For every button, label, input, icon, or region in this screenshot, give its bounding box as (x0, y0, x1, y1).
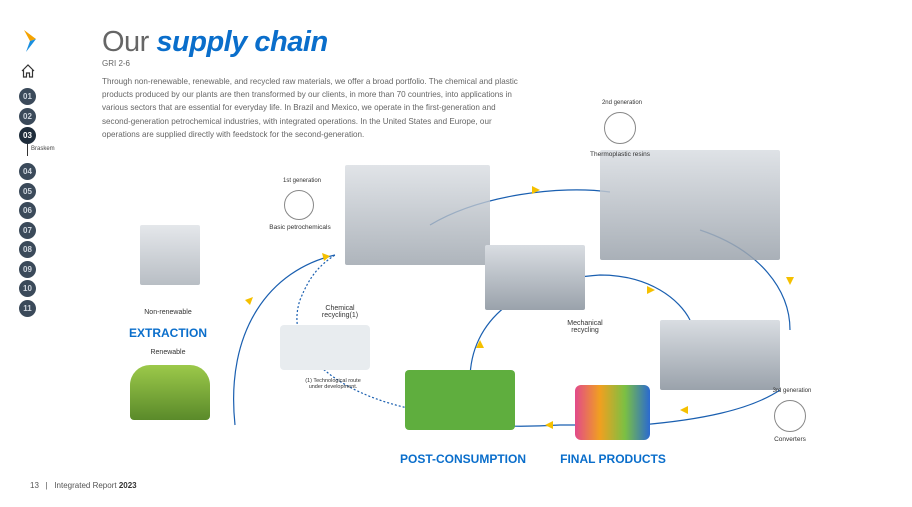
final-products-illustration (575, 385, 650, 440)
gen1-label: 1st generation (282, 178, 322, 184)
laboratory-illustration (280, 325, 370, 370)
extraction-label: EXTRACTION (129, 326, 207, 340)
nav-item-11[interactable]: 11 (19, 299, 36, 317)
molecule-icon (284, 190, 314, 220)
final-products-label: FINAL PRODUCTS (560, 452, 666, 466)
nav-item-06[interactable]: 06 (19, 202, 36, 219)
mechanical-recycling-plant-illustration (485, 245, 585, 310)
nav-item-03[interactable]: 03 (19, 127, 36, 144)
nav-item-05[interactable]: 05 (19, 182, 36, 200)
post-consumption-label: POST-CONSUMPTION (399, 452, 526, 466)
nav-item-01[interactable]: 01 (19, 88, 36, 105)
mechanical-recycling-label: Mechanical recycling (567, 320, 603, 334)
resin-plant-illustration (600, 150, 780, 260)
chemical-recycling-label: Chemical recycling(1) (321, 305, 359, 319)
oil-platform-illustration (140, 225, 200, 285)
nav-sub-label: Braskem (31, 146, 55, 152)
gen2-label: 2nd generation (601, 100, 643, 106)
nav-connector (27, 144, 28, 156)
chemical-recycling-note: (1) Technological route under developmen… (305, 378, 361, 390)
converters-icon (774, 400, 806, 432)
recycling-truck-illustration (405, 370, 515, 430)
flow-arrows (245, 186, 794, 429)
nav-item-09[interactable]: 09 (19, 260, 36, 278)
basic-petrochemicals-label: Basic petrochemicals (269, 224, 331, 231)
converters-label: Converters (774, 436, 806, 443)
nav-item-10[interactable]: 10 (19, 280, 36, 297)
non-renewable-label: Non-renewable (144, 309, 192, 316)
petrochemical-plant-illustration (345, 165, 490, 265)
intro-paragraph: Through non-renewable, renewable, and re… (102, 77, 518, 139)
page-title: Our supply chain (102, 26, 328, 58)
renewable-label: Renewable (150, 349, 186, 356)
nav-item-08[interactable]: 08 (19, 241, 36, 258)
home-icon[interactable] (20, 63, 36, 79)
thermoplastic-resins-label: Thermoplastic resins (590, 151, 650, 158)
sugarcane-illustration (130, 365, 210, 420)
main-flow-path (233, 189, 791, 427)
nav-item-04[interactable]: 04 (19, 163, 36, 180)
braskem-logo (24, 30, 36, 52)
resin-pellets-icon (604, 112, 636, 144)
gri-reference: GRI 2-6 (102, 59, 131, 68)
footer: 13 | Integrated Report 2023 (30, 481, 137, 490)
nav-item-07[interactable]: 07 (19, 221, 36, 239)
converter-plant-illustration (660, 320, 780, 390)
nav-item-02[interactable]: 02 (19, 107, 36, 125)
gen3-label: 3rd generation (772, 388, 812, 394)
